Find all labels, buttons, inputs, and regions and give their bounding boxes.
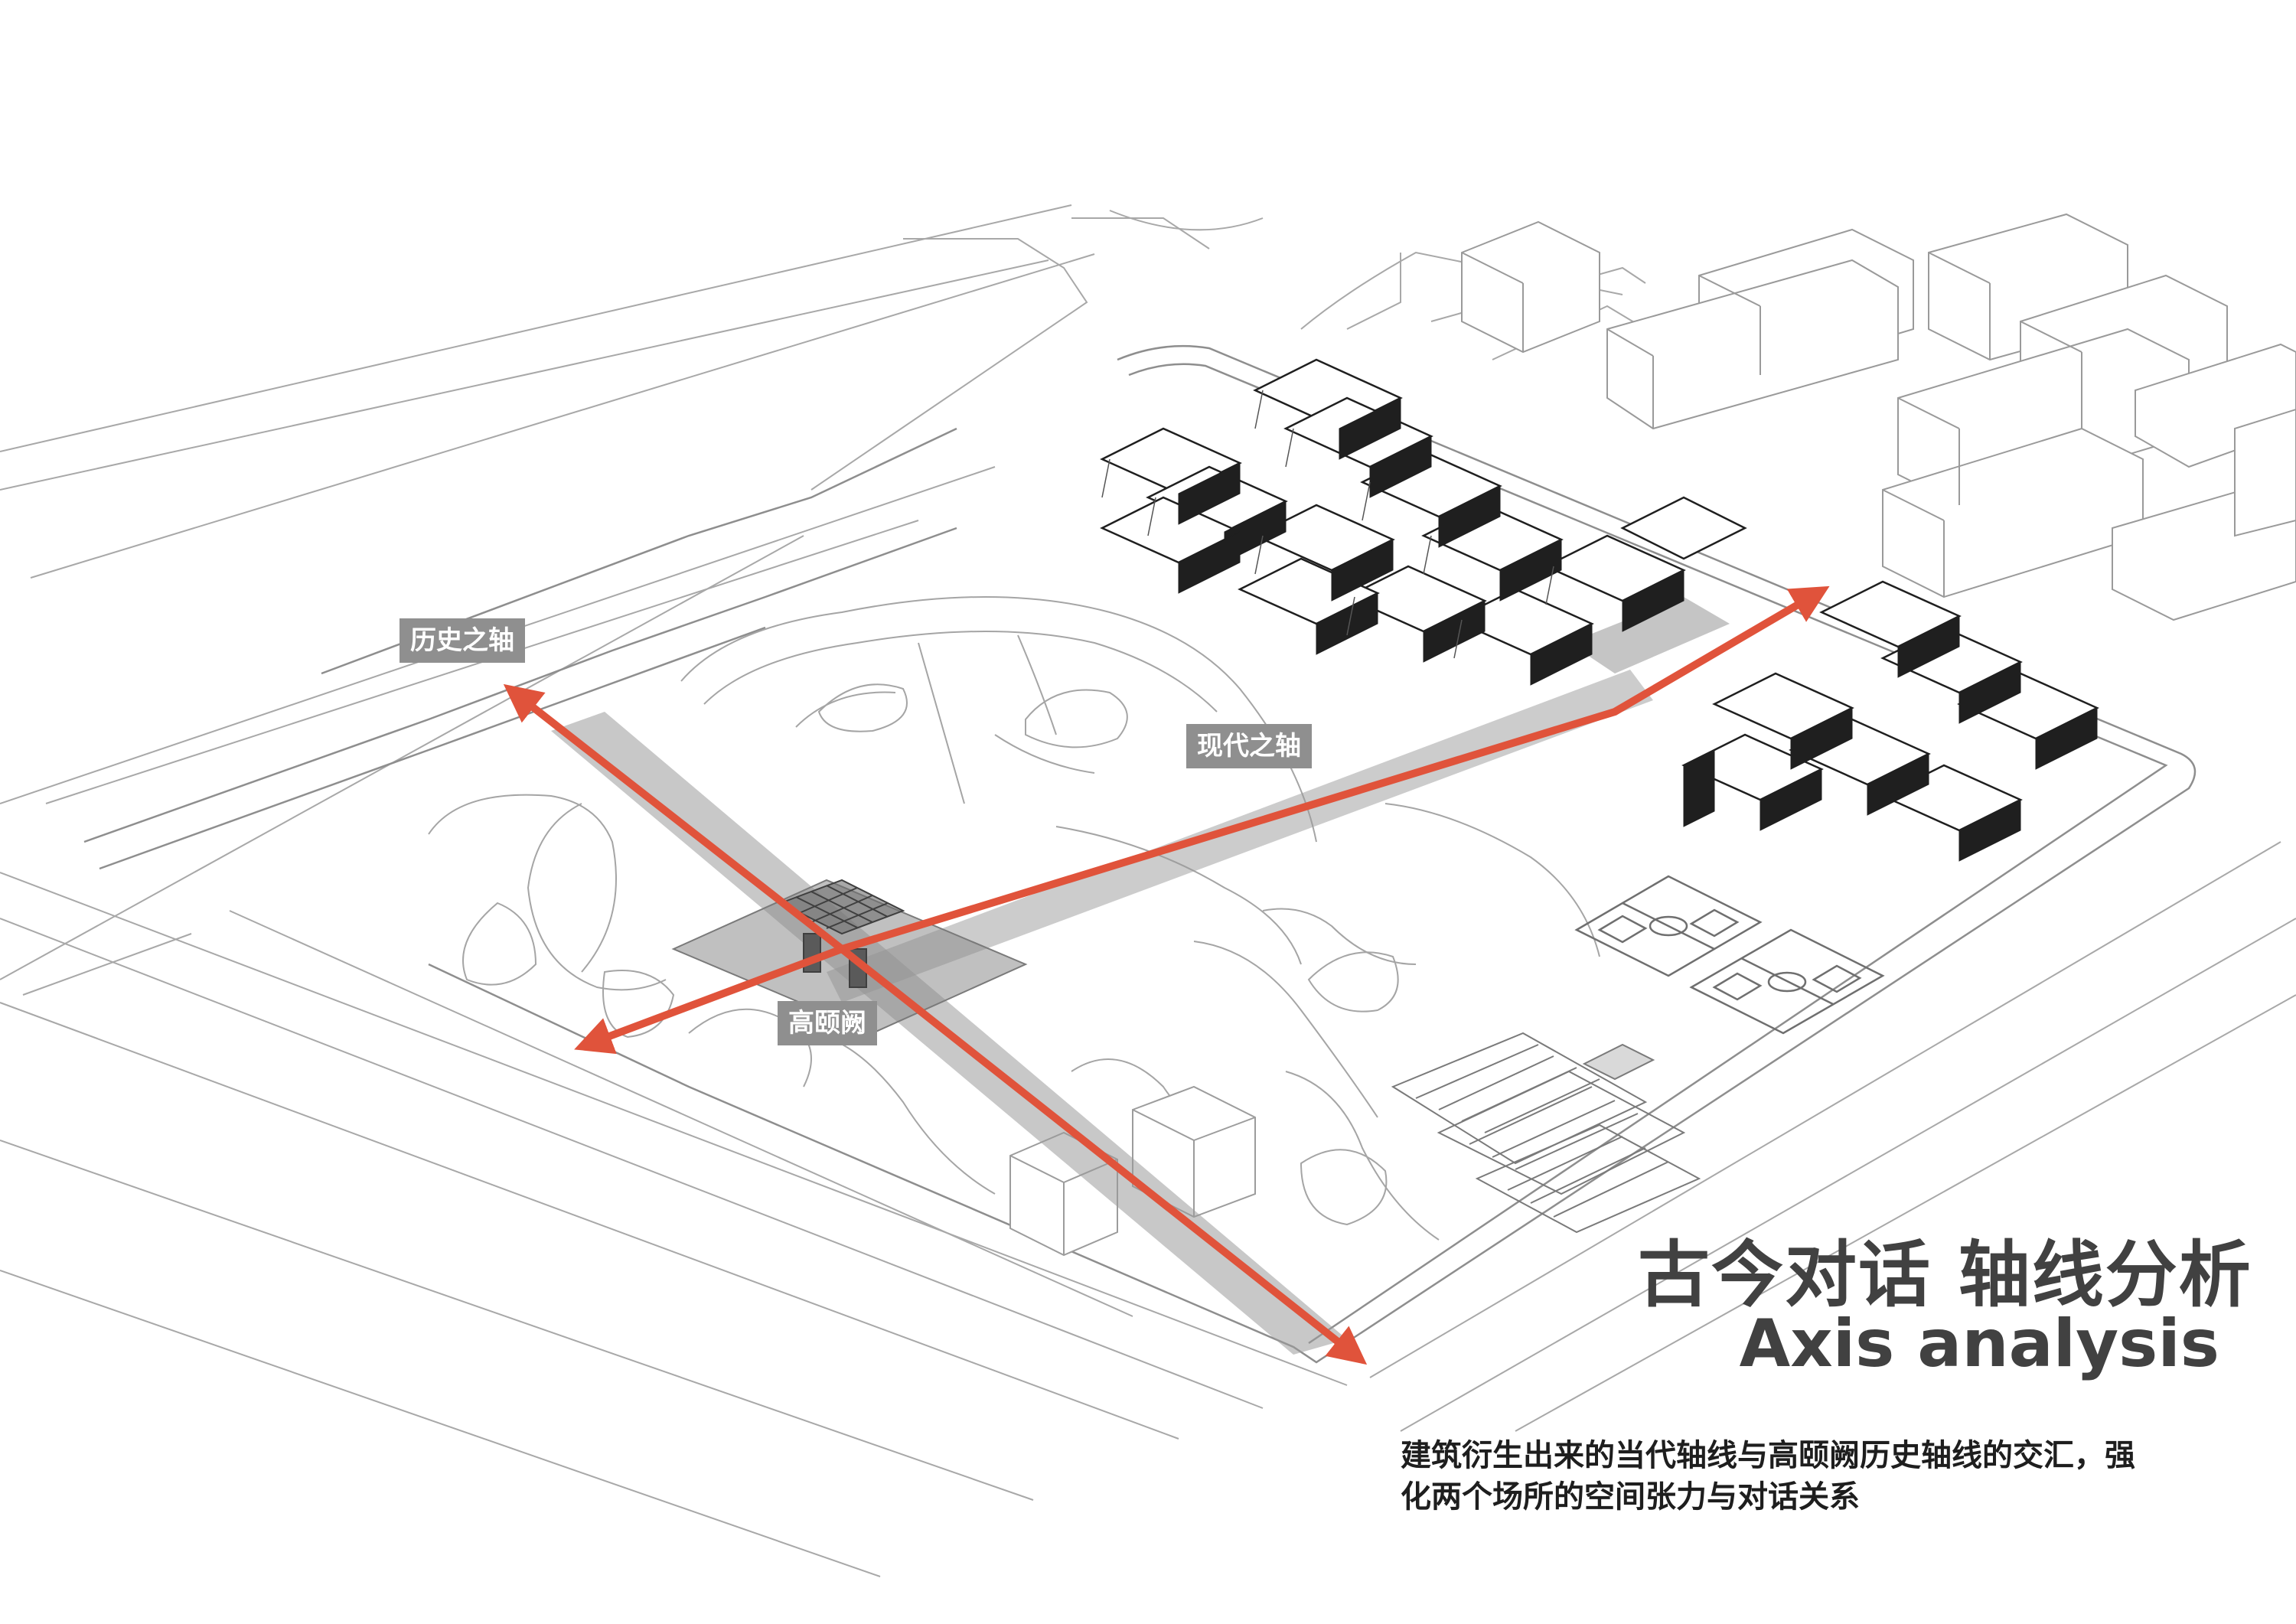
description: 建筑衍生出来的当代轴线与高颐阙历史轴线的交汇，强 化两个场所的空间张力与对话关系: [1401, 1435, 2235, 1518]
page-title-en: Axis analysis: [1739, 1306, 2219, 1382]
description-line-2: 化两个场所的空间张力与对话关系: [1401, 1479, 1860, 1515]
context-linework: [0, 204, 2296, 1577]
building-complex: [1100, 358, 1747, 686]
axis-bands: [551, 597, 1730, 1355]
building-complex-east: [1681, 580, 2099, 862]
modern-axis-label: 现代之轴: [1186, 724, 1312, 768]
gaoyique-monument: [778, 879, 905, 988]
history-axis-arrow-se: [838, 945, 1368, 1365]
parking-area: [1391, 1032, 1701, 1234]
city-blocks: [1461, 213, 2296, 621]
modern-axis-arrow-sw: [574, 945, 846, 1055]
site-boundary: [83, 344, 2197, 1364]
description-line-1: 建筑衍生出来的当代轴线与高颐阙历史轴线的交汇，强: [1401, 1438, 2135, 1473]
page-title-zh: 古今对话 轴线分析: [1638, 1234, 2252, 1317]
park-paths: [428, 596, 1600, 1241]
axis-arrows: [503, 585, 1830, 1365]
modern-axis-band: [827, 670, 1653, 1003]
soccer-pitch-2: [1689, 928, 1885, 1035]
modern-axis-entry: [1569, 597, 1730, 673]
history-axis-label: 历史之轴: [400, 618, 525, 663]
gaoyique-label: 高颐阙: [778, 1001, 877, 1045]
soccer-pitch-1: [1574, 875, 1763, 977]
history-axis-arrow-nw: [503, 683, 846, 953]
modern-axis-arrow-ne: [838, 585, 1830, 953]
